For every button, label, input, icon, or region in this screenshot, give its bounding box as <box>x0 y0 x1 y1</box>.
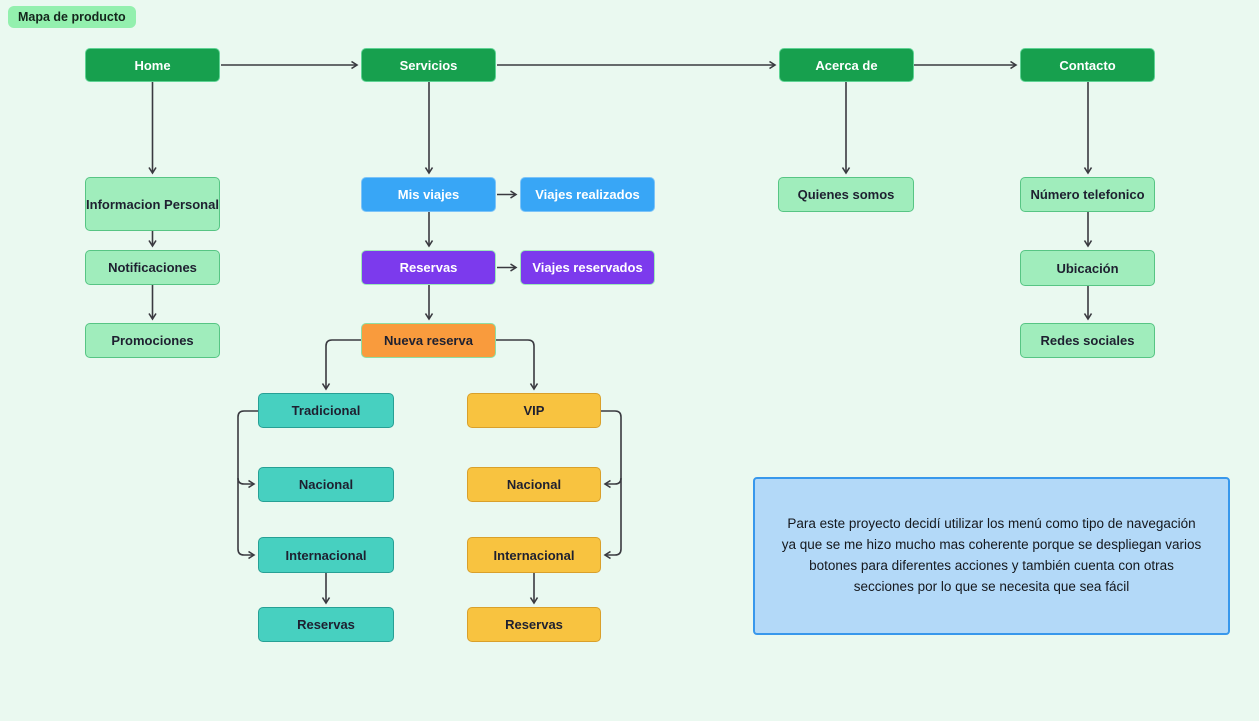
node-redes-sociales[interactable]: Redes sociales <box>1020 323 1155 358</box>
node-mis-viajes[interactable]: Mis viajes <box>361 177 496 212</box>
node-promociones[interactable]: Promociones <box>85 323 220 358</box>
node-vip-reservas[interactable]: Reservas <box>467 607 601 642</box>
node-tradicional[interactable]: Tradicional <box>258 393 394 428</box>
node-vip-nacional[interactable]: Nacional <box>467 467 601 502</box>
node-nueva-reserva[interactable]: Nueva reserva <box>361 323 496 358</box>
navigation-note[interactable]: Para este proyecto decidí utilizar los m… <box>753 477 1230 635</box>
node-ubicacion[interactable]: Ubicación <box>1020 250 1155 286</box>
navigation-note-text: Para este proyecto decidí utilizar los m… <box>781 516 1202 594</box>
node-quienes-somos[interactable]: Quienes somos <box>778 177 914 212</box>
node-informacion-personal[interactable]: Informacion Personal <box>85 177 220 231</box>
node-home[interactable]: Home <box>85 48 220 82</box>
node-contacto[interactable]: Contacto <box>1020 48 1155 82</box>
node-tradicional-reservas[interactable]: Reservas <box>258 607 394 642</box>
node-notificaciones[interactable]: Notificaciones <box>85 250 220 285</box>
node-vip[interactable]: VIP <box>467 393 601 428</box>
node-numero-telefonico[interactable]: Número telefonico <box>1020 177 1155 212</box>
node-viajes-realizados[interactable]: Viajes realizados <box>520 177 655 212</box>
map-title-badge: Mapa de producto <box>8 6 136 28</box>
node-acerca-de[interactable]: Acerca de <box>779 48 914 82</box>
node-vip-internacional[interactable]: Internacional <box>467 537 601 573</box>
node-tradicional-internacional[interactable]: Internacional <box>258 537 394 573</box>
node-viajes-reservados[interactable]: Viajes reservados <box>520 250 655 285</box>
connector-lines <box>148 60 1093 605</box>
node-tradicional-nacional[interactable]: Nacional <box>258 467 394 502</box>
node-reservas[interactable]: Reservas <box>361 250 496 285</box>
node-servicios[interactable]: Servicios <box>361 48 496 82</box>
